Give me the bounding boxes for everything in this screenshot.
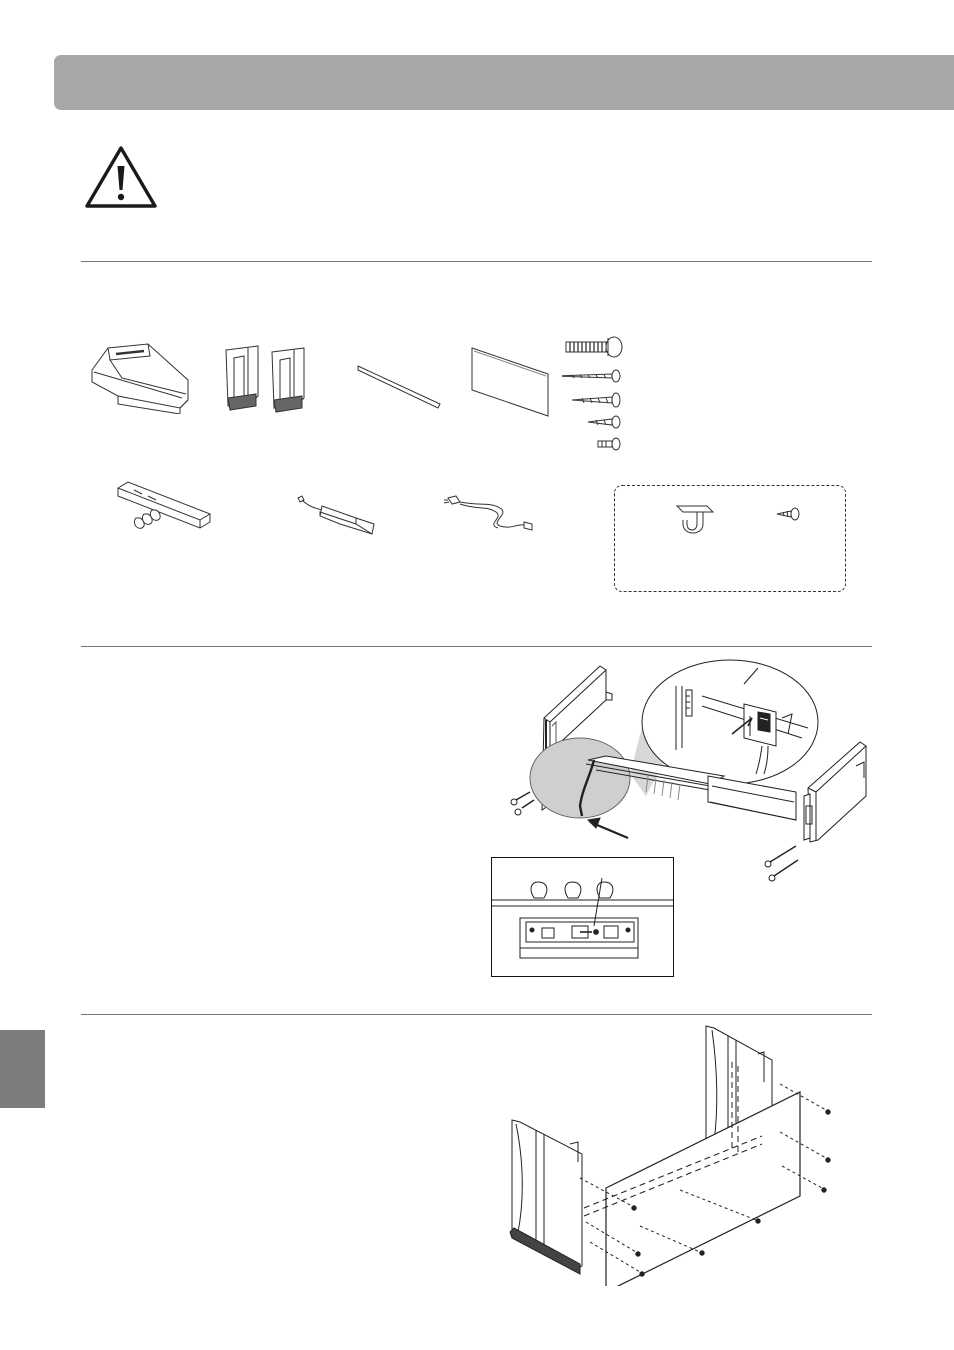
header-bar [54, 55, 954, 110]
section-divider [81, 261, 872, 262]
section-divider [81, 646, 872, 647]
headphone-hook-icon [673, 502, 717, 534]
pedal-rod-icon [356, 360, 442, 412]
side-tab [0, 1030, 45, 1108]
hook-screw-icon [775, 506, 801, 522]
back-board-icon [470, 346, 552, 418]
hardware-box [614, 485, 846, 592]
pedal-board-icon [114, 478, 214, 540]
pedal-inset-detail-icon [491, 857, 674, 977]
power-cord-icon [440, 492, 540, 542]
pedal-assembly-diagram-icon [496, 656, 872, 882]
piano-main-unit-icon [88, 338, 194, 414]
section-divider [81, 1014, 872, 1015]
back-board-assembly-diagram-icon [500, 1022, 846, 1286]
screws-set-icon [562, 332, 626, 456]
warning-triangle-icon [84, 144, 158, 210]
side-panels-icon [222, 344, 312, 414]
ac-adaptor-icon [294, 494, 378, 542]
